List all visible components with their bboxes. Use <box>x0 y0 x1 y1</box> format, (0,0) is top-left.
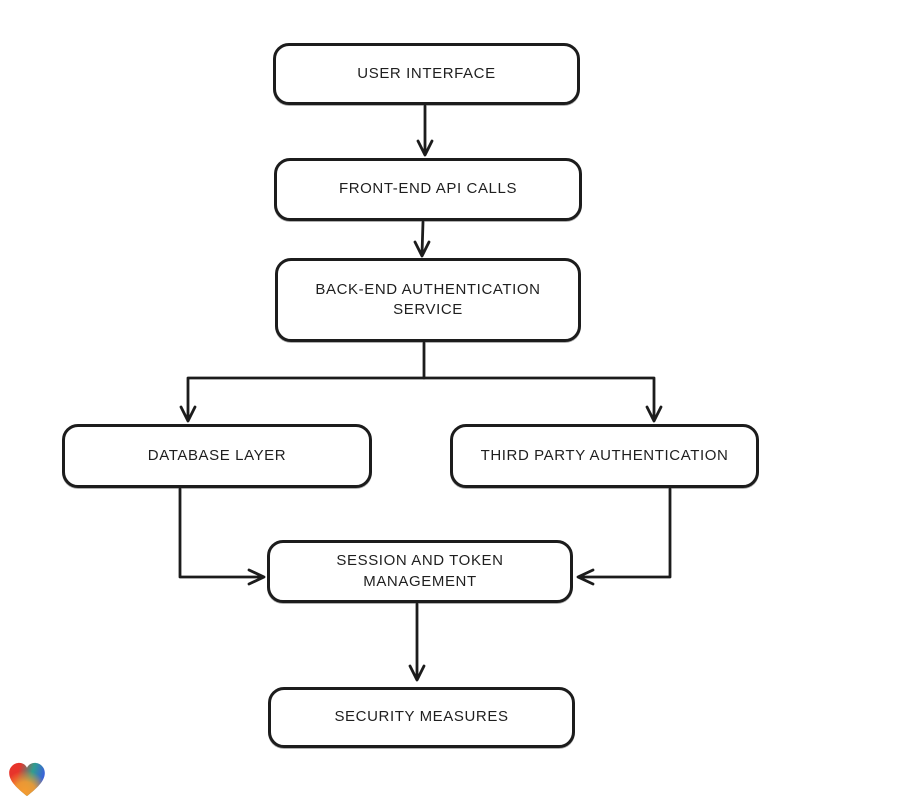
arrow-backend-to-database <box>179 341 426 423</box>
node-backend-authentication-service[interactable]: BACK-END AUTHENTICATION SERVICE <box>275 258 581 342</box>
node-security-measures[interactable]: SECURITY MEASURES <box>268 687 575 748</box>
arrow-database-to-session <box>178 487 266 586</box>
heart-logo[interactable] <box>8 761 46 798</box>
arrow-frontend-to-backend <box>413 220 431 258</box>
arrow-session-to-security <box>408 602 426 682</box>
arrow-thirdparty-to-session <box>576 487 672 586</box>
heart-shape-overlay <box>9 762 45 797</box>
arrow-backend-to-thirdparty <box>422 376 663 423</box>
node-frontend-api-calls[interactable]: FRONT-END API CALLS <box>274 158 582 221</box>
node-user-interface[interactable]: USER INTERFACE <box>273 43 580 105</box>
node-third-party-authentication[interactable]: THIRD PARTY AUTHENTICATION <box>450 424 759 488</box>
arrow-ui-to-frontend <box>416 104 434 157</box>
node-session-token-management[interactable]: SESSION AND TOKEN MANAGEMENT <box>267 540 573 603</box>
node-database-layer[interactable]: DATABASE LAYER <box>62 424 372 488</box>
